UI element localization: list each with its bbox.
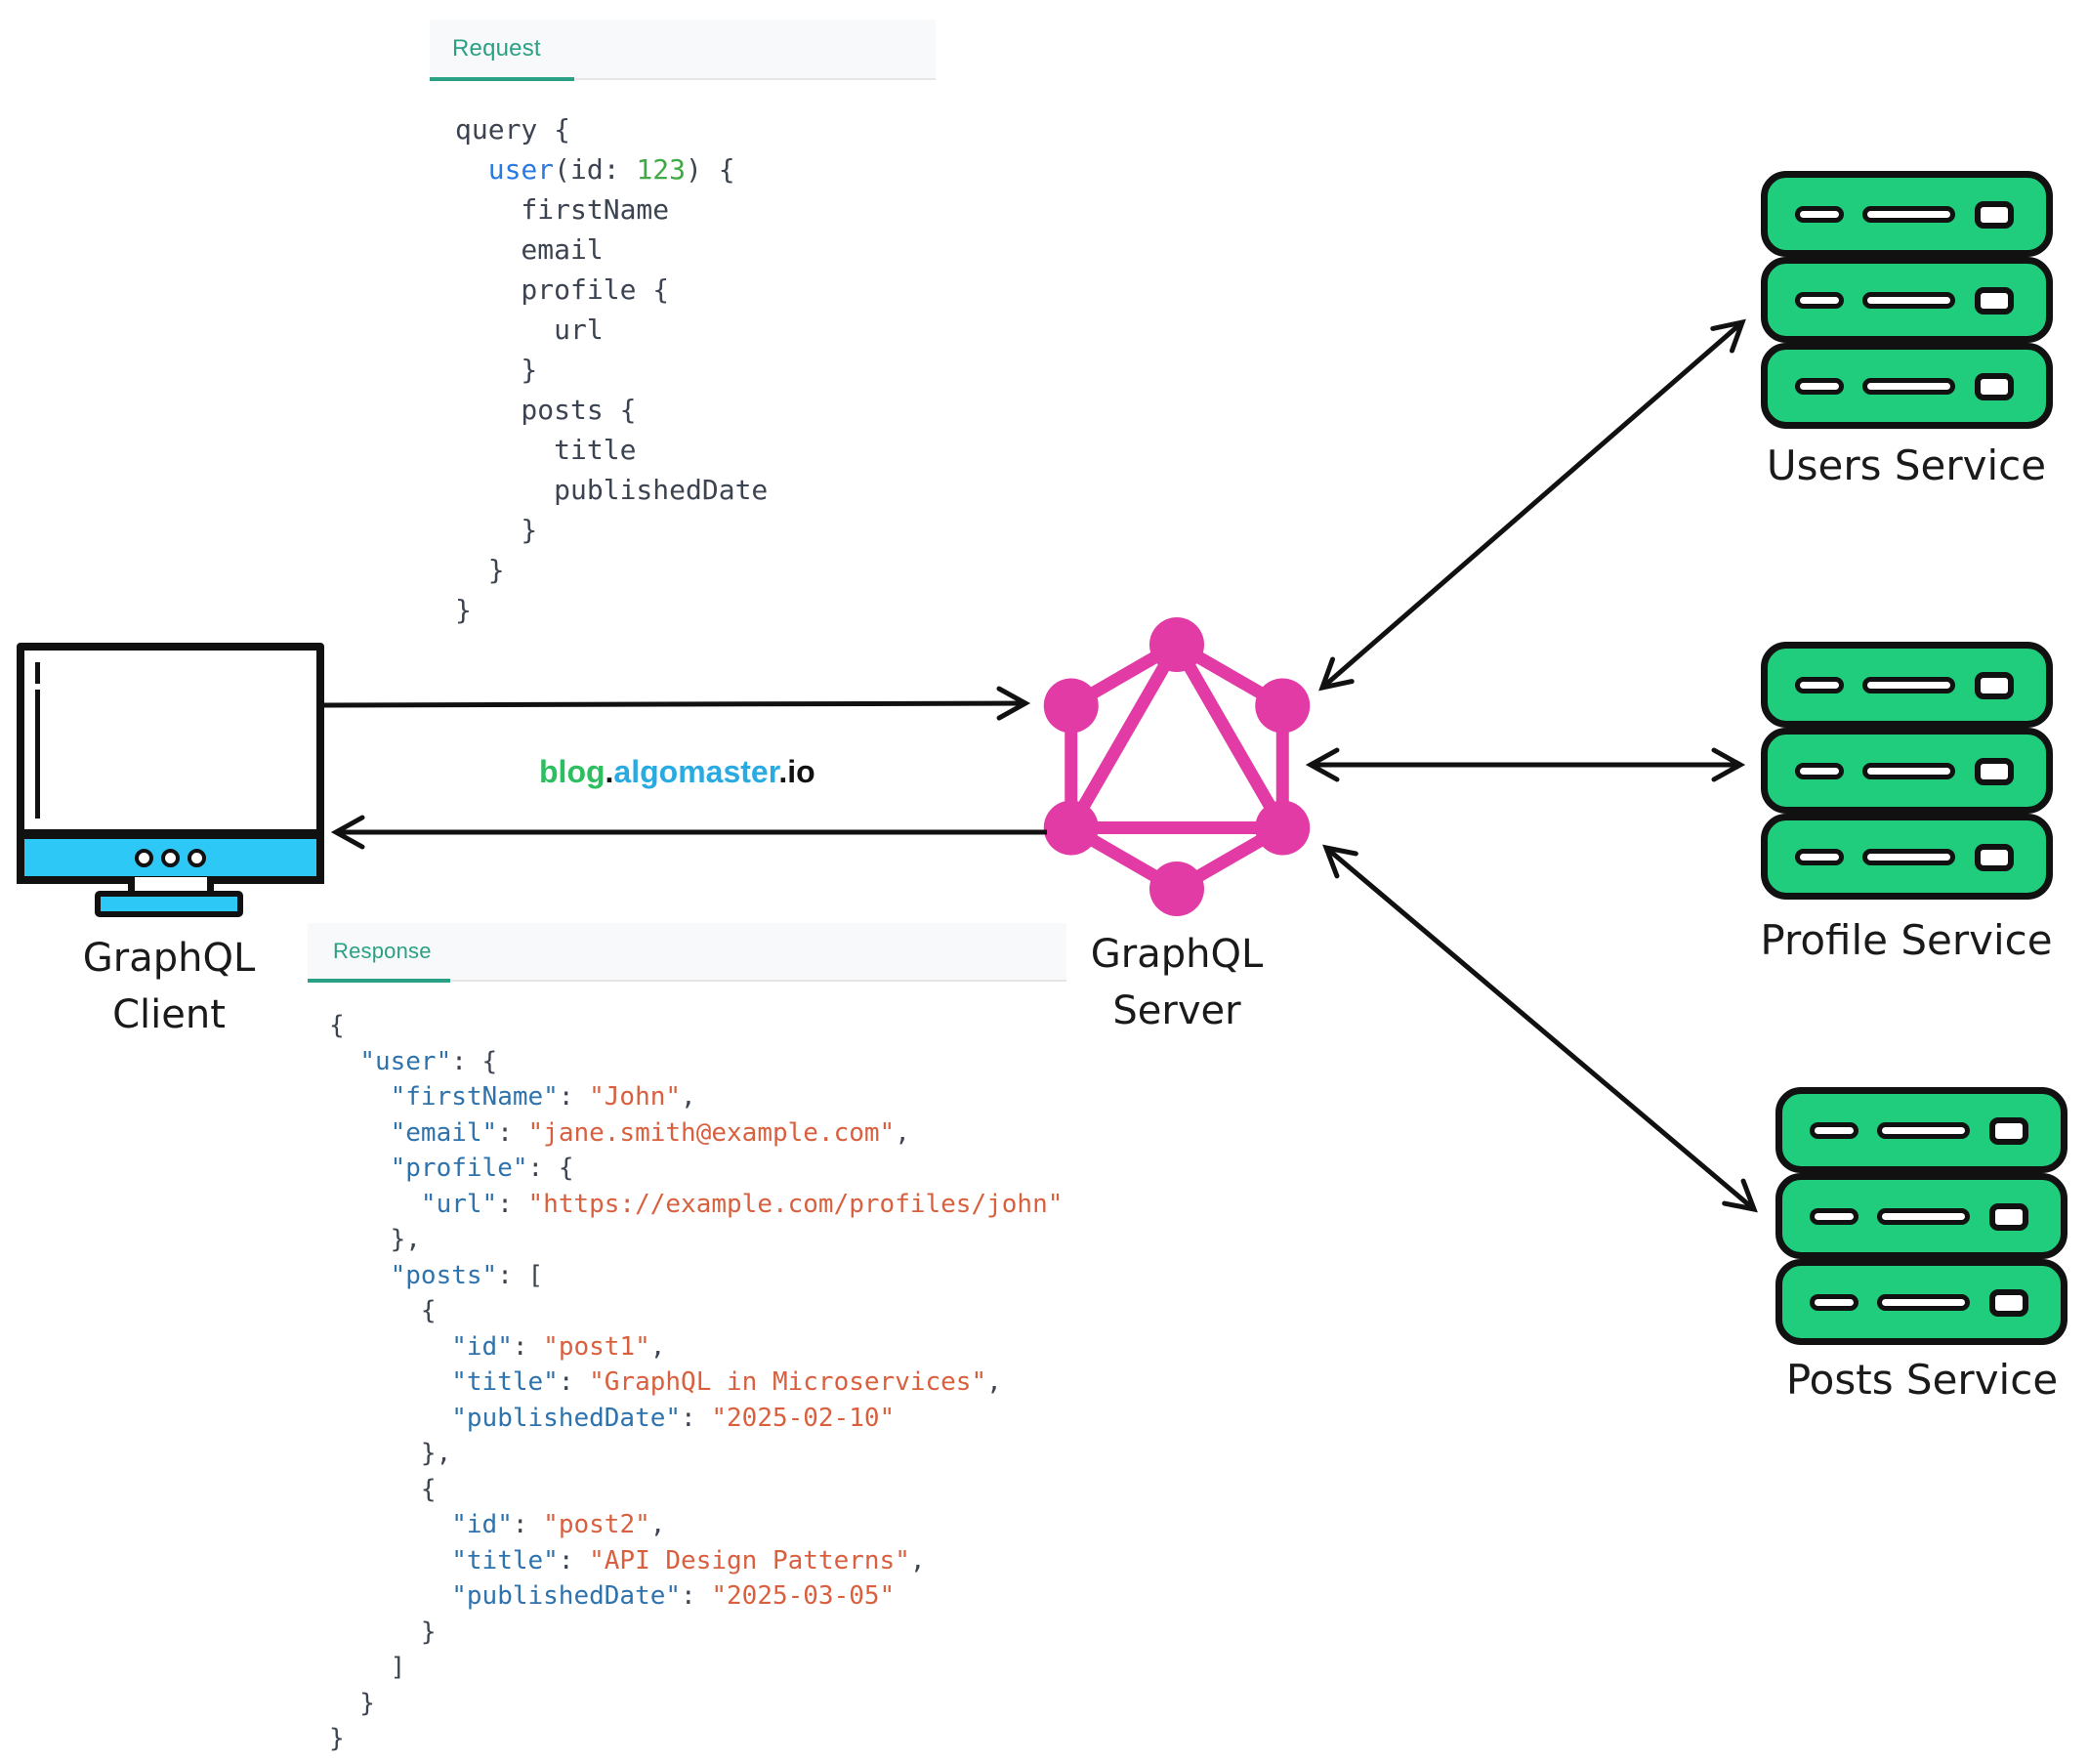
monitor-dot <box>188 848 206 867</box>
tab-request[interactable]: Request <box>452 35 541 62</box>
client-label-line2: Client <box>112 992 226 1037</box>
watermark-blog: blog <box>539 754 606 789</box>
watermark: blog.algomaster.io <box>539 754 815 790</box>
monitor-dot <box>135 848 153 867</box>
request-tab-underline <box>430 77 574 81</box>
watermark-dot: . <box>605 754 614 789</box>
monitor-dot <box>161 848 180 867</box>
profile-service-label: Profile Service <box>1760 916 2053 964</box>
response-panel-header: Response <box>308 923 1066 983</box>
response-tab-underline <box>308 979 450 983</box>
tab-response[interactable]: Response <box>333 939 432 963</box>
watermark-algomaster: algomaster <box>613 754 779 789</box>
client-label-line1: GraphQL <box>82 936 256 981</box>
users-service-label: Users Service <box>1766 441 2047 489</box>
response-code-block: { "user": { "firstName": "John", "email"… <box>329 1011 1064 1753</box>
screen-dash-long <box>35 690 40 819</box>
monitor-base <box>95 891 243 917</box>
arrow-server-users <box>1318 318 1746 692</box>
monitor-screen <box>17 643 324 837</box>
graphql-logo-icon <box>1043 617 1311 916</box>
arrow-client-to-server <box>323 686 1031 721</box>
request-code-block: query { user(id: 123) { firstName email … <box>455 113 769 626</box>
monitor-bar <box>17 831 324 884</box>
server-label-line2: Server <box>1112 988 1241 1033</box>
arrow-server-posts <box>1322 844 1758 1213</box>
screen-dash-short <box>35 662 40 684</box>
server-label-line1: GraphQL <box>1090 932 1264 977</box>
posts-service-label: Posts Service <box>1785 1356 2059 1404</box>
request-panel-header: Request <box>430 20 936 81</box>
monitor-neck <box>128 877 214 895</box>
watermark-io: .io <box>778 754 815 789</box>
